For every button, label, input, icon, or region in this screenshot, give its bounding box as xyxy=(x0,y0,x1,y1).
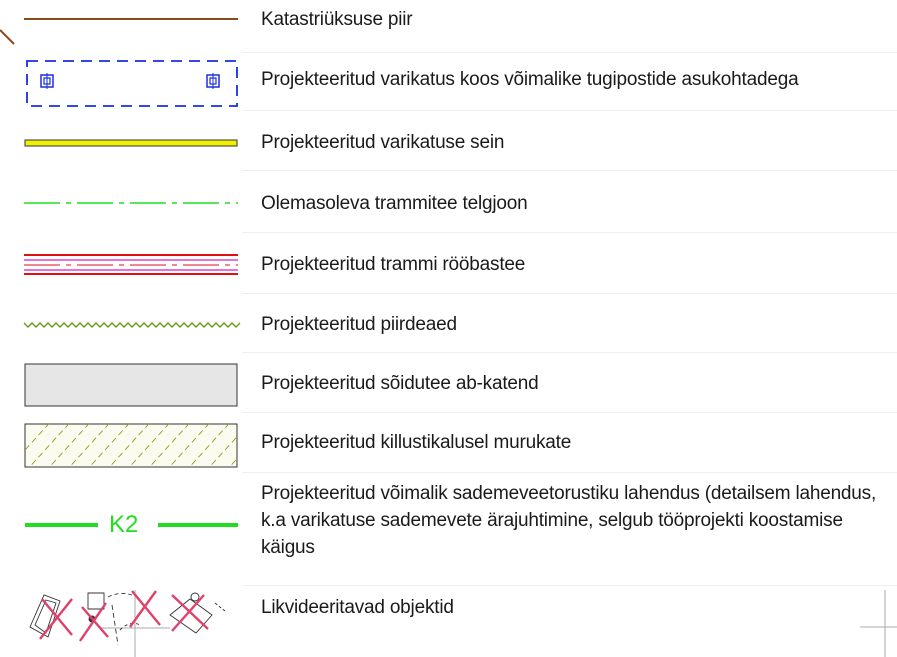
row-separator xyxy=(242,170,897,171)
legend-row-stormwater: K2 Projekteeritud võimalik sademeveetoru… xyxy=(0,472,897,585)
legend-row-demolition: Likvideeritavad objektid xyxy=(0,585,897,657)
brown-line-symbol xyxy=(24,18,238,20)
legend-label: Projekteeritud sõidutee ab-katend xyxy=(261,373,539,394)
legend-label: Projekteeritud varikatuse sein xyxy=(261,132,505,153)
tram-track-symbol xyxy=(24,254,238,275)
demolition-objects-symbol xyxy=(29,590,226,646)
legend-label: Projekteeritud võimalik sademeveetorusti… xyxy=(261,483,877,558)
legend-row-canopy-wall: Projekteeritud varikatuse sein xyxy=(0,110,897,170)
green-k2-line-symbol xyxy=(25,523,238,527)
row-separator xyxy=(242,52,897,53)
row-separator xyxy=(242,232,897,233)
legend-label: Olemasoleva trammitee telgjoon xyxy=(261,193,528,214)
gray-box-symbol xyxy=(24,363,238,407)
blue-dashed-canopy-symbol xyxy=(26,60,238,107)
legend-row-grass-paving: Projekteeritud killustikalusel murukate xyxy=(0,412,897,472)
legend-label: Projekteeritud trammi rööbastee xyxy=(261,254,526,275)
legend-label: Projekteeritud killustikalusel murukate xyxy=(261,432,572,453)
green-dashdot-symbol xyxy=(24,202,238,204)
green-zigzag-symbol xyxy=(23,322,241,328)
row-separator xyxy=(242,110,897,111)
legend-row-fence: Projekteeritud piirdeaed xyxy=(0,293,897,352)
row-separator xyxy=(242,472,897,473)
legend-label: Likvideeritavad objektid xyxy=(261,597,454,618)
row-separator xyxy=(242,352,897,353)
row-separator xyxy=(242,293,897,294)
row-separator xyxy=(242,412,897,413)
row-separator xyxy=(242,585,897,586)
legend-row-cadastral-boundary: Katastriüksuse piir xyxy=(0,0,897,52)
legend-label: Projekteeritud varikatus koos võimalike … xyxy=(261,69,799,90)
legend-row-tram-track: Projekteeritud trammi rööbastee xyxy=(0,232,897,293)
legend-row-asphalt: Projekteeritud sõidutee ab-katend xyxy=(0,352,897,412)
legend-label: Projekteeritud piirdeaed xyxy=(261,314,457,335)
legend-label: Katastriüksuse piir xyxy=(261,9,413,30)
hatched-box-symbol xyxy=(24,423,238,468)
legend-row-canopy: Projekteeritud varikatus koos võimalike … xyxy=(0,52,897,110)
k2-code-label: K2 xyxy=(109,511,139,538)
legend-row-tram-axis: Olemasoleva trammitee telgjoon xyxy=(0,170,897,232)
yellow-bar-symbol xyxy=(24,139,238,147)
